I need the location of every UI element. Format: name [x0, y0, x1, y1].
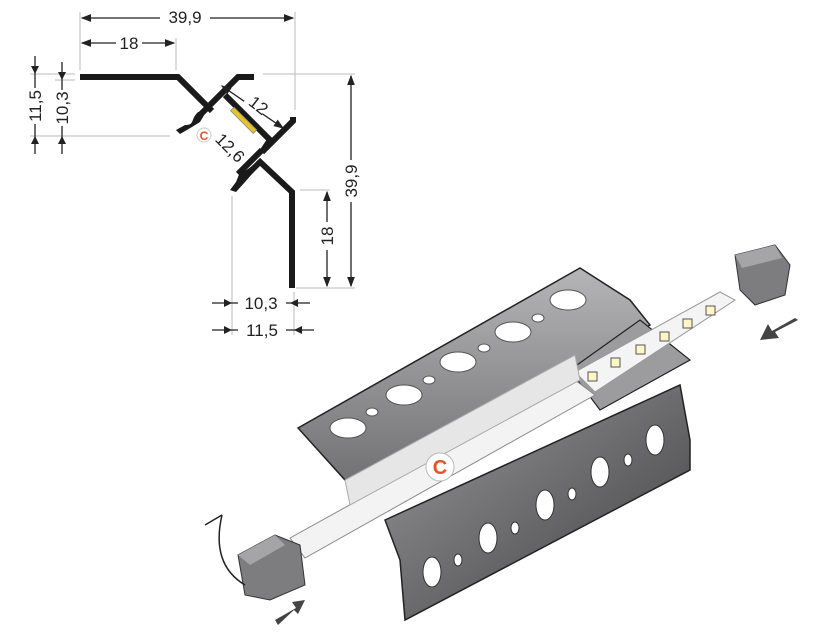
dim-bottom-outer: 11,5 [246, 321, 278, 340]
lower-wing-holes [422, 424, 665, 588]
dim-width-total: 39,9 [168, 8, 201, 27]
upper-wing-holes [329, 289, 587, 439]
brand-logo-small: C [196, 127, 212, 143]
svg-text:C: C [433, 457, 447, 479]
power-cable [204, 514, 246, 586]
dim-left-outer: 11,5 [26, 90, 45, 122]
dim-bottom-inner: 10,3 [244, 294, 277, 313]
brand-logo: C [425, 452, 455, 482]
profile-3d-render: C [204, 244, 798, 625]
end-cap-left [237, 534, 306, 601]
cross-section: 39,9 18 11,5 10,3 12 C 12,6 39,9 18 10,3 [25, 6, 362, 340]
dim-flange-top: 18 [120, 34, 139, 53]
arrow-insert-left-cap [275, 600, 305, 625]
svg-text:C: C [200, 129, 209, 143]
dim-led-width: 12,6 [211, 130, 248, 167]
arrow-insert-right-cap [760, 318, 798, 340]
diffuser-top [344, 354, 581, 506]
dim-flange-right: 18 [318, 227, 337, 246]
end-cap-right [734, 244, 791, 306]
led-chips [587, 305, 716, 382]
dim-height-total: 39,9 [342, 164, 361, 197]
dim-left-inner: 10,3 [53, 91, 72, 124]
extension-lines [30, 12, 355, 335]
